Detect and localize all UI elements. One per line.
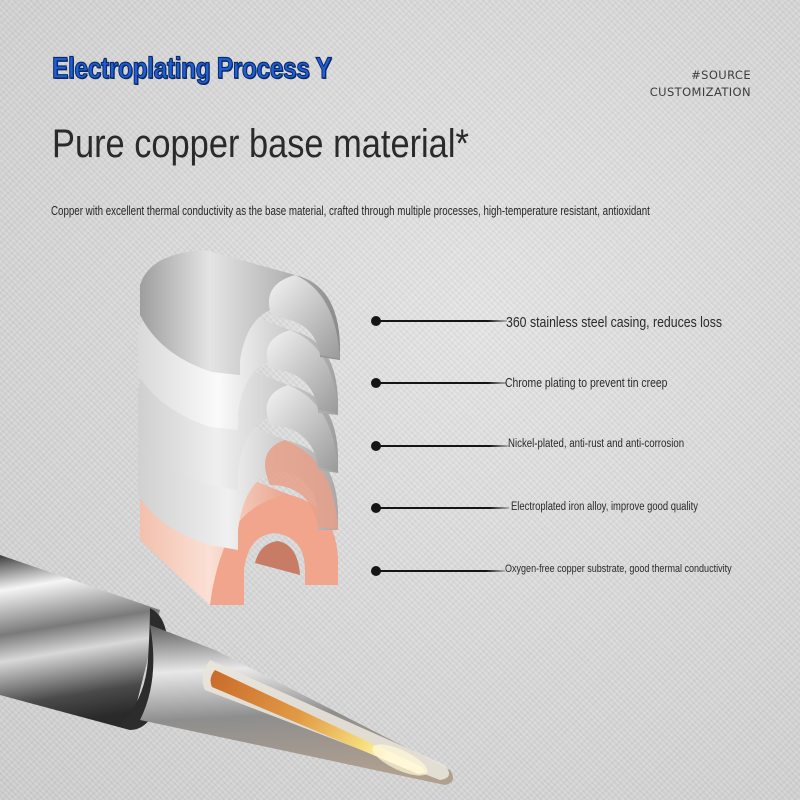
callout-dot xyxy=(371,378,381,388)
callout-chrome xyxy=(371,376,507,390)
tool-barrel xyxy=(0,555,160,730)
brand-tag: #SOURCE CUSTOMIZATION xyxy=(650,67,751,101)
callout-line xyxy=(379,507,509,509)
layer-label-nickel: Nickel-plated, anti-rust and anti-corros… xyxy=(508,438,685,450)
description: Copper with excellent thermal conductivi… xyxy=(51,204,650,218)
callout-dot xyxy=(371,316,381,326)
callout-copper xyxy=(371,564,505,578)
callout-line xyxy=(379,320,507,322)
callout-line xyxy=(379,570,505,572)
tip-glow xyxy=(372,744,428,776)
callout-line xyxy=(379,382,507,384)
callout-steel xyxy=(371,314,507,328)
layer-label-steel: 360 stainless steel casing, reduces loss xyxy=(506,314,723,331)
brand-tag-line-1: #SOURCE xyxy=(691,68,751,82)
layer-label-copper: Oxygen-free copper substrate, good therm… xyxy=(505,563,732,575)
layer-label-chrome: Chrome plating to prevent tin creep xyxy=(505,375,668,390)
layer-label-iron: Electroplated iron alloy, improve good q… xyxy=(511,501,698,513)
callout-dot xyxy=(371,441,381,451)
page-title: Electroplating Process Y xyxy=(52,51,333,85)
soldering-tip-illustration xyxy=(0,555,454,785)
copper-core xyxy=(210,670,425,774)
headline: Pure copper base material* xyxy=(52,122,469,166)
callout-iron xyxy=(371,501,509,515)
brand-tag-line-2: CUSTOMIZATION xyxy=(649,85,751,99)
callout-dot xyxy=(371,503,381,513)
callout-line xyxy=(379,445,509,447)
callout-nickel xyxy=(371,439,509,453)
callout-dot xyxy=(371,566,381,576)
layer-steel xyxy=(140,250,340,375)
plating-layers-illustration xyxy=(138,250,340,605)
